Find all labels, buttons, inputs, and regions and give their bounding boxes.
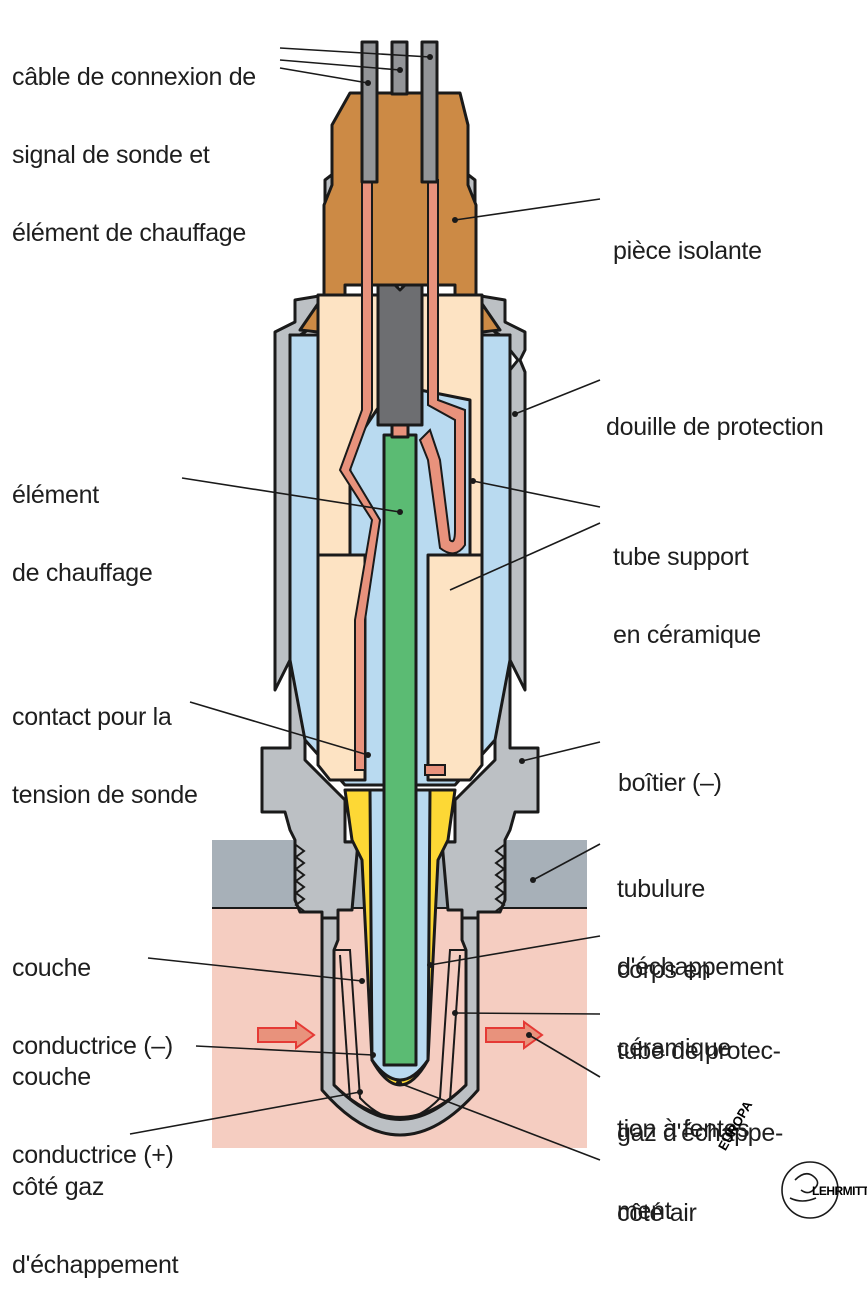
label-line: tubulure: [617, 875, 705, 903]
label-line: couche: [12, 1063, 91, 1091]
label-contact: contact pour la tension de sonde: [12, 652, 198, 834]
label-cable: câble de connexion de signal de sonde et…: [12, 12, 256, 272]
label-exhaust-side: côté gaz d'échappement: [12, 1122, 179, 1304]
label-heater: élément de chauffage: [12, 430, 153, 612]
label-line: conductrice (+): [12, 1141, 174, 1169]
insulator: [298, 91, 502, 337]
label-line: contact pour la: [12, 703, 172, 731]
label-line: boîtier (–): [618, 769, 722, 797]
label-line: câble de connexion de: [12, 63, 256, 91]
ceramic-support-tube-lower: [316, 553, 367, 782]
label-line: élément: [12, 481, 99, 509]
label-line: tube de protec-: [617, 1037, 781, 1065]
label-exhaust-gas: gaz d'échappe- ment: [617, 1068, 783, 1250]
europa-lehrmittel-logo: [781, 1161, 839, 1219]
wire-right: [418, 179, 466, 555]
label-slotted-tube: tube de protec- tion à fentes: [617, 986, 781, 1168]
connector-block: [376, 283, 424, 427]
label-ceramic-body: corps en céramique: [617, 905, 731, 1087]
cable-left: [360, 40, 379, 184]
exhaust-flow-arrow-out: [485, 1020, 544, 1050]
lambda-sensor-diagram: [129, 40, 839, 1219]
label-layer-positive: couche conductrice (+): [12, 1012, 174, 1194]
label-line: élément de chauffage: [12, 219, 247, 247]
label-layer-negative: couche conductrice (–): [12, 903, 173, 1085]
wire-right-lower: [424, 764, 446, 776]
thread-right: [494, 844, 506, 912]
label-line: gaz d'échappe-: [617, 1119, 783, 1147]
exhaust-flow-arrow-in: [257, 1020, 316, 1050]
thread-left: [294, 844, 306, 912]
label-line: douille de protection: [606, 413, 824, 441]
heater-element: [382, 433, 418, 1067]
label-line: d'échappement: [617, 953, 784, 981]
label-line: d'échappement: [12, 1251, 179, 1279]
label-line: en céramique: [613, 621, 761, 649]
label-line: de chauffage: [12, 559, 153, 587]
label-line: tube support: [613, 543, 749, 571]
label-line: pièce isolante: [613, 237, 762, 265]
label-air-side: côté air: [617, 1148, 697, 1252]
label-housing: boîtier (–): [618, 718, 722, 822]
logo-side-text: LEHRMITTEL: [812, 1184, 867, 1198]
label-ceramic-support-tube: tube support en céramique: [613, 492, 761, 674]
label-line: signal de sonde et: [12, 141, 210, 169]
label-line: ment: [617, 1197, 672, 1225]
label-line: céramique: [617, 1034, 732, 1062]
label-line: côté air: [617, 1199, 697, 1227]
label-line: tension de sonde: [12, 781, 198, 809]
slotted-tube-inner: [333, 949, 467, 1121]
label-insulator: pièce isolante: [613, 186, 762, 290]
globe-europe-icon: [781, 1161, 839, 1219]
label-exhaust-pipe: tubulure d'échappement: [617, 824, 784, 1006]
label-line: couche: [12, 954, 91, 982]
label-line: tion à fentes: [617, 1115, 750, 1143]
wire-left: [338, 179, 382, 771]
cable-right: [420, 40, 439, 184]
label-line: conductrice (–): [12, 1032, 173, 1060]
leader-lines: [129, 47, 601, 1161]
label-line: corps en: [617, 956, 711, 984]
label-line: côté gaz: [12, 1173, 105, 1201]
slotted-protection-tube: [320, 916, 480, 1137]
label-protective-sleeve: douille de protection: [606, 362, 824, 466]
ceramic-support-tube-lower-right: [426, 553, 484, 782]
